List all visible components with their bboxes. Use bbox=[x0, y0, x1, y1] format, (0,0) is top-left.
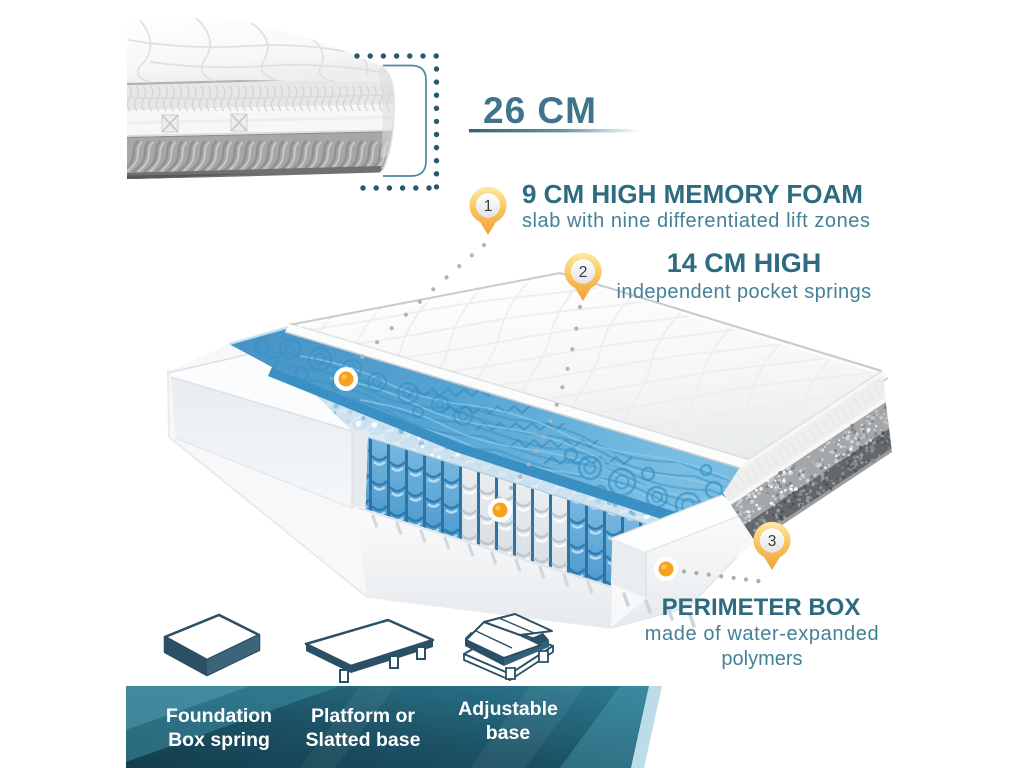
svg-text:Foundation: Foundation bbox=[166, 705, 272, 727]
svg-text:Adjustable: Adjustable bbox=[458, 698, 558, 720]
svg-text:9 CM HIGH MEMORY FOAM: 9 CM HIGH MEMORY FOAM bbox=[522, 179, 863, 209]
svg-text:Slatted base: Slatted base bbox=[306, 729, 421, 751]
svg-text:Platform or: Platform or bbox=[311, 705, 415, 727]
svg-text:base: base bbox=[486, 722, 531, 744]
svg-text:Box spring: Box spring bbox=[168, 729, 270, 751]
svg-text:independent pocket springs: independent pocket springs bbox=[616, 281, 871, 303]
svg-text:3: 3 bbox=[768, 533, 777, 550]
svg-text:26 CM: 26 CM bbox=[483, 90, 597, 131]
svg-text:slab with nine differentiated: slab with nine differentiated lift zones bbox=[522, 210, 871, 232]
svg-text:polymers: polymers bbox=[721, 648, 802, 670]
svg-text:made of water-expanded: made of water-expanded bbox=[645, 623, 879, 645]
svg-text:PERIMETER BOX: PERIMETER BOX bbox=[662, 594, 861, 621]
svg-text:14 CM HIGH: 14 CM HIGH bbox=[667, 248, 822, 278]
svg-text:1: 1 bbox=[484, 198, 493, 215]
svg-text:2: 2 bbox=[579, 264, 588, 281]
